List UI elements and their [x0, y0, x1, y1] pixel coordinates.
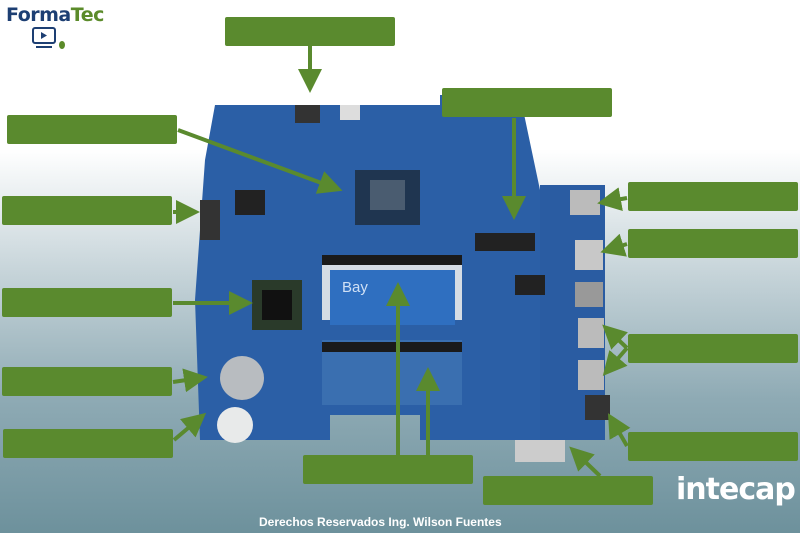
- label-box-left-1: [7, 115, 177, 144]
- label-box-bottom-1: [303, 455, 473, 484]
- formatec-logo: FormaTec: [6, 4, 106, 56]
- label-box-top: [225, 17, 395, 46]
- cmos-battery: [220, 356, 264, 400]
- label-box-right-2: [628, 229, 798, 258]
- card-reader: [570, 190, 600, 215]
- label-box-left-5: [3, 429, 173, 458]
- usb-port-1: [578, 318, 604, 348]
- label-box-top-right: [442, 88, 612, 117]
- label-box-right-1: [628, 182, 798, 211]
- connector: [475, 233, 535, 251]
- monitor-play-icon: [32, 27, 65, 49]
- hdmi-port: [575, 240, 603, 270]
- label-box-left-2: [2, 196, 172, 225]
- usb-port-2: [578, 360, 604, 390]
- copyright-footer: Derechos Reservados Ing. Wilson Fuentes: [259, 515, 502, 529]
- audio-jack: [585, 395, 610, 420]
- arrows: [172, 46, 631, 478]
- sata-connector: [200, 200, 220, 240]
- logo-accent: Tec: [70, 4, 105, 26]
- intecap-logo: intecap: [676, 472, 796, 507]
- label-box-left-4: [2, 367, 172, 396]
- ram-label: Bay: [342, 279, 368, 296]
- label-box-right-3: [628, 334, 798, 363]
- label-box-bottom-2: [483, 476, 653, 505]
- logo-main: Forma: [6, 4, 71, 26]
- label-box-right-4: [628, 432, 798, 461]
- label-box-left-3: [2, 288, 172, 317]
- motherboard: [195, 95, 610, 462]
